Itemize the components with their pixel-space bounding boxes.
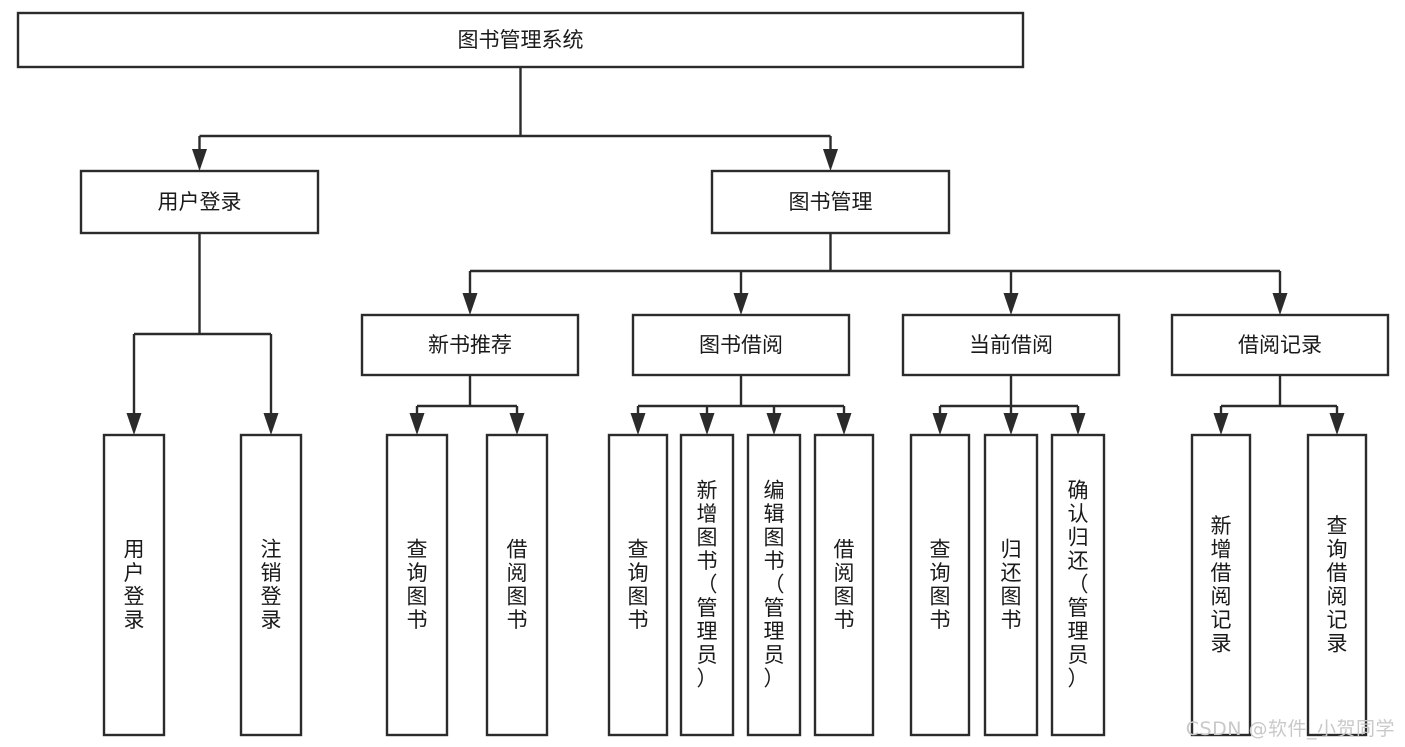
node-root[interactable]: 图书管理系统 [16, 11, 1025, 69]
arrow-head-icon [1213, 413, 1229, 435]
node-box[interactable] [909, 433, 971, 737]
node-leaf-return-book[interactable]: 归还图书 [983, 433, 1039, 737]
node-box[interactable] [16, 11, 1025, 69]
node-leaf-add-record[interactable]: 新增借阅记录 [1190, 433, 1252, 737]
node-box[interactable] [1306, 433, 1368, 737]
node-label: 当前借阅 [969, 333, 1053, 357]
node-box[interactable] [385, 433, 449, 737]
node-leaf-borrow-book-1[interactable]: 借阅图书 [485, 433, 549, 737]
node-box[interactable] [607, 433, 669, 737]
connector-group-currentborrow-to-leaves [932, 375, 1086, 435]
node-leaf-query-book-2[interactable]: 查询图书 [607, 433, 669, 737]
arrow-head-icon [932, 413, 948, 435]
node-box[interactable] [983, 433, 1039, 737]
node-leaf-query-record[interactable]: 查询借阅记录 [1306, 433, 1368, 737]
node-box[interactable] [79, 169, 320, 235]
node-book-manage[interactable]: 图书管理 [710, 169, 951, 235]
node-leaf-edit-book[interactable]: 编辑图书（管理员） [746, 433, 802, 737]
arrow-head-icon [823, 149, 838, 171]
connector-group-newbook-to-leaves [409, 375, 525, 435]
node-new-book-rec[interactable]: 新书推荐 [360, 313, 580, 377]
node-leaf-confirm-return[interactable]: 确认归还（管理员） [1050, 433, 1106, 737]
node-label: 借阅图书 [834, 537, 855, 632]
node-label: 查询图书 [407, 537, 428, 632]
node-leaf-add-book[interactable]: 新增图书（管理员） [679, 433, 735, 737]
node-box[interactable] [239, 433, 303, 737]
connector-layer [126, 67, 1345, 435]
node-label: 查询图书 [930, 537, 951, 632]
connector-group-borrowrecord-to-leaves [1213, 375, 1345, 435]
node-label: 新书推荐 [428, 333, 512, 357]
node-label: 新增借阅记录 [1211, 514, 1232, 656]
arrow-head-icon [409, 413, 425, 435]
arrow-head-icon [509, 413, 525, 435]
node-layer: 图书管理系统用户登录图书管理新书推荐图书借阅当前借阅借阅记录用户登录注销登录查询… [16, 11, 1390, 737]
node-box[interactable] [813, 433, 875, 737]
arrow-head-icon [1272, 293, 1288, 315]
node-label: 注销登录 [261, 537, 282, 632]
node-label: 编辑图书（管理员） [764, 479, 785, 691]
arrow-head-icon [1003, 293, 1019, 315]
arrow-head-icon [126, 413, 142, 435]
node-box[interactable] [631, 313, 851, 377]
node-leaf-borrow-book-2[interactable]: 借阅图书 [813, 433, 875, 737]
node-box[interactable] [1190, 433, 1252, 737]
arrow-head-icon [192, 149, 207, 171]
node-label: 图书管理 [789, 190, 873, 214]
node-current-borrow[interactable]: 当前借阅 [901, 313, 1121, 377]
node-user-login[interactable]: 用户登录 [79, 169, 320, 235]
node-label: 图书管理系统 [458, 28, 584, 52]
node-box[interactable] [679, 433, 735, 737]
connector-group-bookborrow-to-leaves [630, 375, 852, 435]
node-box[interactable] [485, 433, 549, 737]
arrow-head-icon [699, 413, 715, 435]
arrow-head-icon [1003, 413, 1019, 435]
arrow-head-icon [1329, 413, 1345, 435]
arrow-head-icon [263, 413, 279, 435]
arrow-head-icon [1070, 413, 1086, 435]
arrow-head-icon [836, 413, 852, 435]
node-box[interactable] [901, 313, 1121, 377]
node-box[interactable] [1050, 433, 1106, 737]
node-borrow-record[interactable]: 借阅记录 [1170, 313, 1390, 377]
node-box[interactable] [710, 169, 951, 235]
node-label: 图书借阅 [699, 333, 783, 357]
connector-group-bookmanage-to-level2 [462, 233, 1288, 315]
arrow-head-icon [630, 413, 646, 435]
node-leaf-query-book-1[interactable]: 查询图书 [385, 433, 449, 737]
node-leaf-logout[interactable]: 注销登录 [239, 433, 303, 737]
node-label: 用户登录 [124, 537, 145, 632]
node-label: 归还图书 [1001, 537, 1022, 632]
node-box[interactable] [746, 433, 802, 737]
node-label: 借阅记录 [1238, 333, 1322, 357]
connector-group-root-to-level1 [192, 67, 838, 171]
arrow-head-icon [766, 413, 782, 435]
node-label: 确认归还（管理员） [1068, 479, 1089, 691]
node-leaf-user-login[interactable]: 用户登录 [102, 433, 166, 737]
arrow-head-icon [733, 293, 749, 315]
node-label: 新增图书（管理员） [697, 479, 718, 691]
node-book-borrow[interactable]: 图书借阅 [631, 313, 851, 377]
node-box[interactable] [360, 313, 580, 377]
node-label: 借阅图书 [507, 537, 528, 632]
node-label: 用户登录 [158, 190, 242, 214]
connector-group-userlogin-to-leaves [126, 233, 279, 435]
arrow-head-icon [462, 293, 478, 315]
node-box[interactable] [102, 433, 166, 737]
node-label: 查询借阅记录 [1327, 514, 1348, 656]
node-leaf-query-book-3[interactable]: 查询图书 [909, 433, 971, 737]
watermark-text: CSDN @软件_小贺同学 [1185, 718, 1395, 740]
node-box[interactable] [1170, 313, 1390, 377]
node-label: 查询图书 [628, 537, 649, 632]
